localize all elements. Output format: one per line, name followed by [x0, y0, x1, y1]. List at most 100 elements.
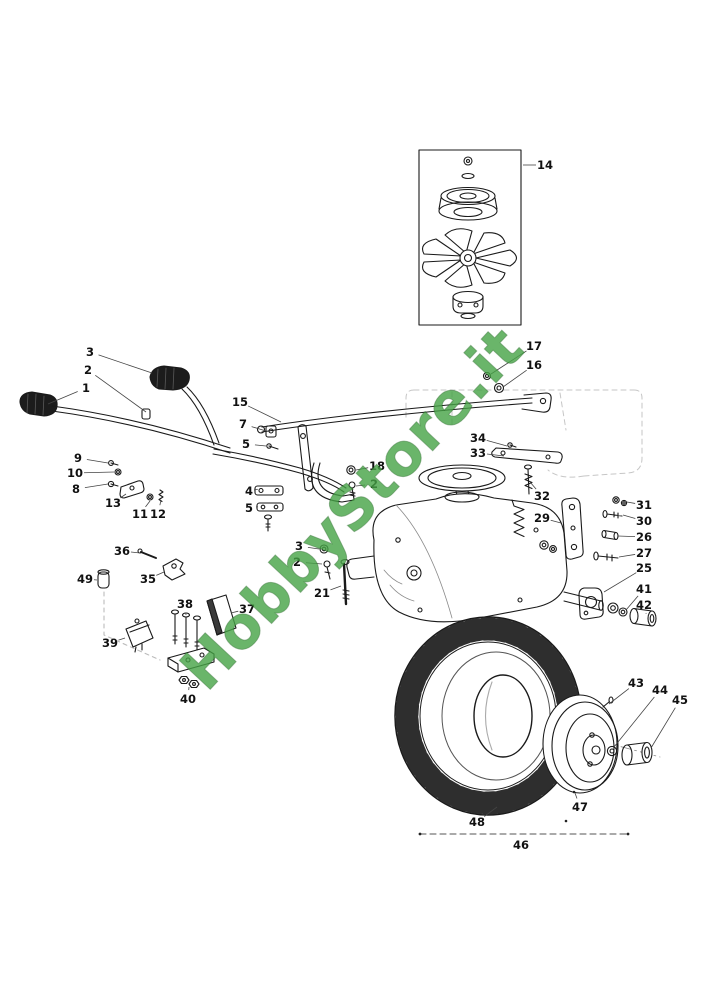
leader-line [625, 595, 639, 611]
callout-2: 2 [84, 363, 92, 377]
callout-10: 10 [67, 466, 83, 480]
transaxle [346, 464, 604, 623]
part49-bushing [97, 569, 110, 589]
callout-16: 16 [526, 358, 542, 372]
callout-33: 33 [470, 446, 486, 460]
support-hook [311, 462, 355, 503]
leader-line [355, 467, 369, 471]
part1-grip [19, 391, 58, 417]
callout-42: 42 [636, 598, 652, 612]
part4-5-plates [254, 485, 284, 532]
part21-bolt [340, 559, 350, 606]
part35-bracket [162, 558, 186, 581]
rim [542, 694, 619, 794]
callout-30: 30 [636, 514, 652, 528]
control-rods [51, 386, 347, 493]
leader-line [253, 488, 258, 491]
leader-line [118, 637, 126, 641]
callout-39: 39 [102, 636, 118, 650]
chassis-ghost-outline [405, 389, 643, 478]
leader-line [307, 546, 320, 550]
part7-clevis [265, 425, 277, 438]
leader-line [120, 493, 127, 499]
callout-49: 49 [77, 572, 93, 586]
leader-line [95, 374, 147, 413]
part3-washer [319, 544, 329, 554]
part2-bolt [348, 481, 356, 500]
fan-blades [421, 228, 518, 288]
part36-pin [137, 548, 157, 559]
callout-26: 26 [636, 530, 652, 544]
callout-41: 41 [636, 582, 652, 596]
callout-2: 2 [370, 477, 378, 491]
part3-grip [149, 365, 190, 391]
fastener-cluster [107, 460, 164, 503]
callout-44: 44 [652, 683, 668, 697]
callout-27: 27 [636, 546, 652, 560]
assembly-line-46 [418, 790, 630, 836]
leader-line [603, 572, 637, 593]
part5-pin [266, 443, 279, 450]
leader-line [251, 426, 267, 432]
part38-bolts [170, 609, 202, 651]
callout-37: 37 [239, 602, 255, 616]
leader-line [47, 391, 78, 405]
callout-48: 48 [469, 815, 485, 829]
callout-11: 11 [132, 507, 148, 521]
callout-34: 34 [470, 431, 486, 445]
callout-40: 40 [180, 692, 196, 706]
callout-45: 45 [672, 693, 688, 707]
leader-line [550, 519, 562, 524]
part45-cap [621, 741, 653, 766]
leader-line [650, 707, 676, 749]
part40-nuts [178, 675, 200, 689]
callout-17: 17 [526, 339, 542, 353]
leader-line [486, 453, 505, 457]
callout-3: 3 [295, 539, 303, 553]
callout-47: 47 [572, 800, 588, 814]
callout-13: 13 [105, 496, 121, 510]
callout-31: 31 [636, 498, 652, 512]
leader-line [330, 585, 342, 591]
callout-7: 7 [239, 417, 247, 431]
leader-line [130, 551, 141, 554]
leader-line [84, 483, 109, 489]
callout-35: 35 [140, 572, 156, 586]
part44-washer [606, 745, 618, 757]
part15-lift-rod [256, 392, 552, 434]
callout-5: 5 [245, 501, 253, 515]
callout-18: 18 [369, 459, 385, 473]
part16-17-washers [482, 371, 505, 394]
leader-line [608, 688, 630, 705]
callout-5: 5 [242, 437, 250, 451]
leader-line [529, 481, 537, 490]
leader-line [618, 554, 636, 558]
hanger-bracket [297, 424, 314, 492]
part2-bolt-lower [323, 560, 331, 580]
rear-wheel [394, 616, 661, 816]
callout-46: 46 [513, 838, 529, 852]
leader-line [502, 369, 527, 388]
part18-washer [346, 465, 356, 475]
leader-line [98, 354, 153, 374]
leader-line [483, 806, 498, 817]
leader-line [613, 696, 655, 748]
part42-spacer [629, 607, 657, 627]
leader-line [626, 501, 636, 504]
leader-line [617, 535, 636, 538]
leader-line [86, 459, 109, 464]
leader-line [622, 514, 636, 519]
callout-2: 2 [293, 555, 301, 569]
callout-12: 12 [150, 507, 166, 521]
leader-line [83, 471, 115, 474]
part37-strip [206, 594, 237, 636]
brake-lever [491, 442, 563, 464]
leader-line [156, 571, 165, 576]
part25-bracket [578, 587, 604, 620]
part14-pulley-fan-box [418, 149, 522, 326]
callout-36: 36 [114, 544, 130, 558]
callout-14: 14 [537, 158, 553, 172]
